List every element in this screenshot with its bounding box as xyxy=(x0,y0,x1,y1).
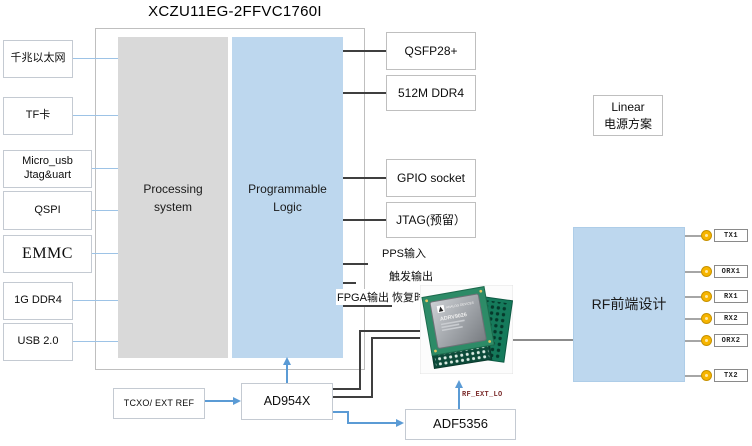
rf-pin-icon-orx1 xyxy=(701,266,712,277)
wire-ad954x-adf-h1 xyxy=(333,411,349,413)
linear-power-line1: Linear xyxy=(611,99,645,114)
wire-qspi xyxy=(92,210,118,211)
arrow-tcxo-ad954x xyxy=(233,397,241,405)
wire-usb2 xyxy=(73,341,118,342)
wire-tcxo-ad954x xyxy=(205,400,234,402)
adrv9026-chip-image: ANALOG DEVICES ADRV9026 xyxy=(419,284,514,375)
wire-tx2 xyxy=(685,375,702,377)
signal-pps-in: PPS输入 xyxy=(381,245,428,261)
rf-frontend-block: RF前端设计 xyxy=(573,227,685,382)
port-qspi: QSPI xyxy=(3,191,92,230)
chip-part-text: ADRV9026 xyxy=(440,312,468,323)
wire-pps-in xyxy=(343,263,368,265)
wire-chip-ad954x-a-h1 xyxy=(359,330,424,332)
arrow-ad954x-adf xyxy=(396,419,404,427)
wire-rx2 xyxy=(685,318,702,320)
tcxo-box: TCXO/ EXT REF xyxy=(113,388,205,419)
port-1g-ddr4: 1G DDR4 xyxy=(3,282,73,320)
programmable-logic-block: Programmable Logic xyxy=(232,37,343,358)
rf-connector-tx1: TX1 xyxy=(714,229,748,242)
wire-ad954x-adf-v xyxy=(347,411,349,424)
port-emmc: EMMC xyxy=(3,235,92,273)
wire-qsfp28 xyxy=(343,50,386,52)
wire-rx1 xyxy=(685,296,702,298)
wire-emmc xyxy=(92,253,118,254)
wire-chip-ad954x-b-v xyxy=(371,337,373,396)
rf-pin-icon-rx1 xyxy=(701,291,712,302)
chip-vendor-text: ANALOG DEVICES xyxy=(446,301,474,310)
rf-connector-rx2: RX2 xyxy=(714,312,748,325)
port-usb2: USB 2.0 xyxy=(3,323,73,361)
wire-fpga-recovered-clock xyxy=(343,305,392,307)
wire-micro-usb xyxy=(92,168,118,169)
rf-pin-icon-tx2 xyxy=(701,370,712,381)
wire-chip-ad954x-b-h2 xyxy=(333,396,373,398)
signal-trigger-out: 触发输出 xyxy=(388,268,434,284)
arrow-ad954x-pl xyxy=(283,357,291,365)
port-512m-ddr4: 512M DDR4 xyxy=(386,75,476,111)
page-title: XCZU11EG-2FFVC1760I xyxy=(148,3,322,20)
wire-ad954x-adf-h2 xyxy=(347,422,397,424)
rf-connector-orx2: ORX2 xyxy=(714,334,748,347)
rf-pin-icon-orx2 xyxy=(701,335,712,346)
wire-gigabit-ethernet xyxy=(73,58,118,59)
signal-fpga-recovered-clock: FPGA输出 恢复时钟 xyxy=(336,289,438,305)
arrow-adf-chip xyxy=(455,380,463,388)
processing-system-block: Processing system xyxy=(118,37,228,358)
rf-pin-icon-rx2 xyxy=(701,313,712,324)
wire-chip-ad954x-a-h2 xyxy=(333,388,361,390)
wire-trigger-out xyxy=(343,282,356,284)
wire-chip-rf-frontend xyxy=(512,339,573,341)
rf-connector-tx2: TX2 xyxy=(714,369,748,382)
ad954x-box: AD954X xyxy=(241,383,333,420)
wire-orx2 xyxy=(685,340,702,342)
wire-chip-ad954x-b-h1 xyxy=(371,337,424,339)
linear-power-line2: 电源方案 xyxy=(603,116,652,131)
adf5356-box: ADF5356 xyxy=(405,409,516,440)
linear-power-box: Linear 电源方案 xyxy=(593,95,663,136)
port-tf-card: TF卡 xyxy=(3,97,73,135)
port-qsfp28: QSFP28+ xyxy=(386,32,476,70)
wire-tf-card xyxy=(73,115,118,116)
fpga-outer-box xyxy=(95,28,365,370)
wire-jtag xyxy=(343,219,386,221)
wire-adf-chip xyxy=(458,387,460,409)
rf-ext-lo-label: RF_EXT_LO xyxy=(462,391,503,399)
rf-connector-rx1: RX1 xyxy=(714,290,748,303)
wire-chip-ad954x-a-v xyxy=(359,330,361,388)
rf-pin-icon-tx1 xyxy=(701,230,712,241)
wire-orx1 xyxy=(685,271,702,273)
wire-1g-ddr4 xyxy=(73,300,118,301)
port-gpio-socket: GPIO socket xyxy=(386,159,476,197)
wire-gpio-socket xyxy=(343,177,386,179)
port-gigabit-ethernet: 千兆以太网 xyxy=(3,40,73,78)
wire-512m-ddr4 xyxy=(343,92,386,94)
wire-tx1 xyxy=(685,235,702,237)
wire-ad954x-pl xyxy=(286,364,288,383)
rf-connector-orx1: ORX1 xyxy=(714,265,748,278)
port-micro-usb-jtag-uart: Micro_usb Jtag&uart xyxy=(3,150,92,188)
port-jtag-reserved: JTAG(预留） xyxy=(386,202,476,238)
